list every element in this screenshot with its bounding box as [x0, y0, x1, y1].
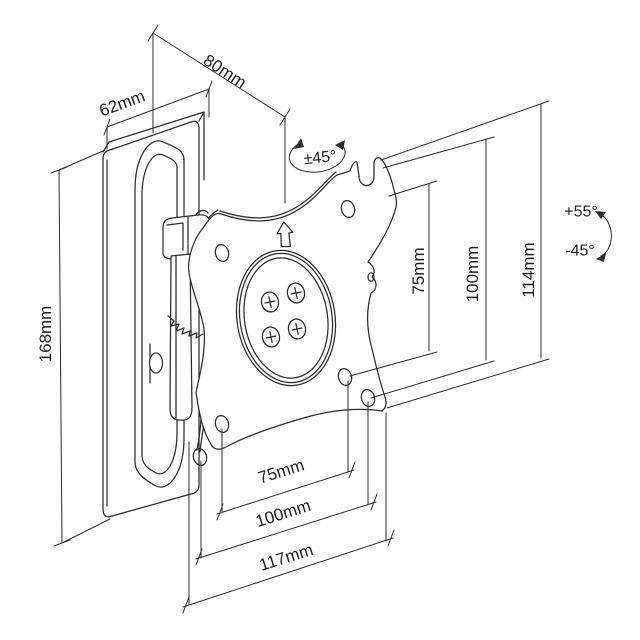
rotation-arrow	[288, 142, 346, 173]
dim-label-168mm: 168mm	[36, 306, 55, 363]
tilt-annotation: +55° -45°	[564, 204, 612, 262]
rotation-disc	[235, 249, 337, 387]
wall-plate-slot	[134, 140, 185, 488]
dim-label-100mm-v: 100mm	[463, 246, 482, 303]
dim-label-80mm: 80mm	[200, 51, 250, 93]
hole-top-right	[340, 199, 356, 219]
side-tab-screw	[367, 272, 375, 282]
tilt-arrow	[599, 213, 612, 257]
screw	[261, 326, 281, 348]
tilt-up-label: +55°	[564, 204, 598, 221]
vesa-plate	[187, 157, 398, 467]
dim-vesa-height-100: 100mm	[370, 136, 495, 399]
tilt-down-label: -45°	[565, 243, 595, 260]
dim-label-114mm: 114mm	[519, 242, 538, 297]
dim-vesa-height-75: 75mm	[349, 180, 438, 377]
hole-bottom-left-75	[214, 414, 230, 434]
pivot-column	[169, 253, 193, 421]
hole-bottom-right-100	[360, 388, 376, 408]
up-arrow-icon	[276, 221, 294, 248]
break-line	[167, 315, 204, 339]
hole-top-left	[214, 243, 230, 263]
dim-label-75mm-h: 75mm	[256, 455, 307, 487]
screw	[286, 282, 306, 304]
rotation-annotation: ±45°	[288, 138, 346, 173]
dim-label-117mm: 117mm	[257, 540, 316, 575]
rotation-label: ±45°	[303, 148, 338, 168]
dim-wall-plate-height: 168mm	[36, 150, 111, 547]
dim-bracket-height-114: 114mm	[380, 100, 550, 409]
screw	[287, 318, 307, 340]
hole-bottom-left-100	[192, 447, 208, 467]
pivot-pin	[148, 352, 164, 374]
dim-label-75mm-v: 75mm	[409, 247, 428, 294]
screw	[260, 291, 280, 313]
dim-label-62mm: 62mm	[97, 86, 148, 120]
dim-label-100mm-h: 100mm	[253, 496, 313, 531]
